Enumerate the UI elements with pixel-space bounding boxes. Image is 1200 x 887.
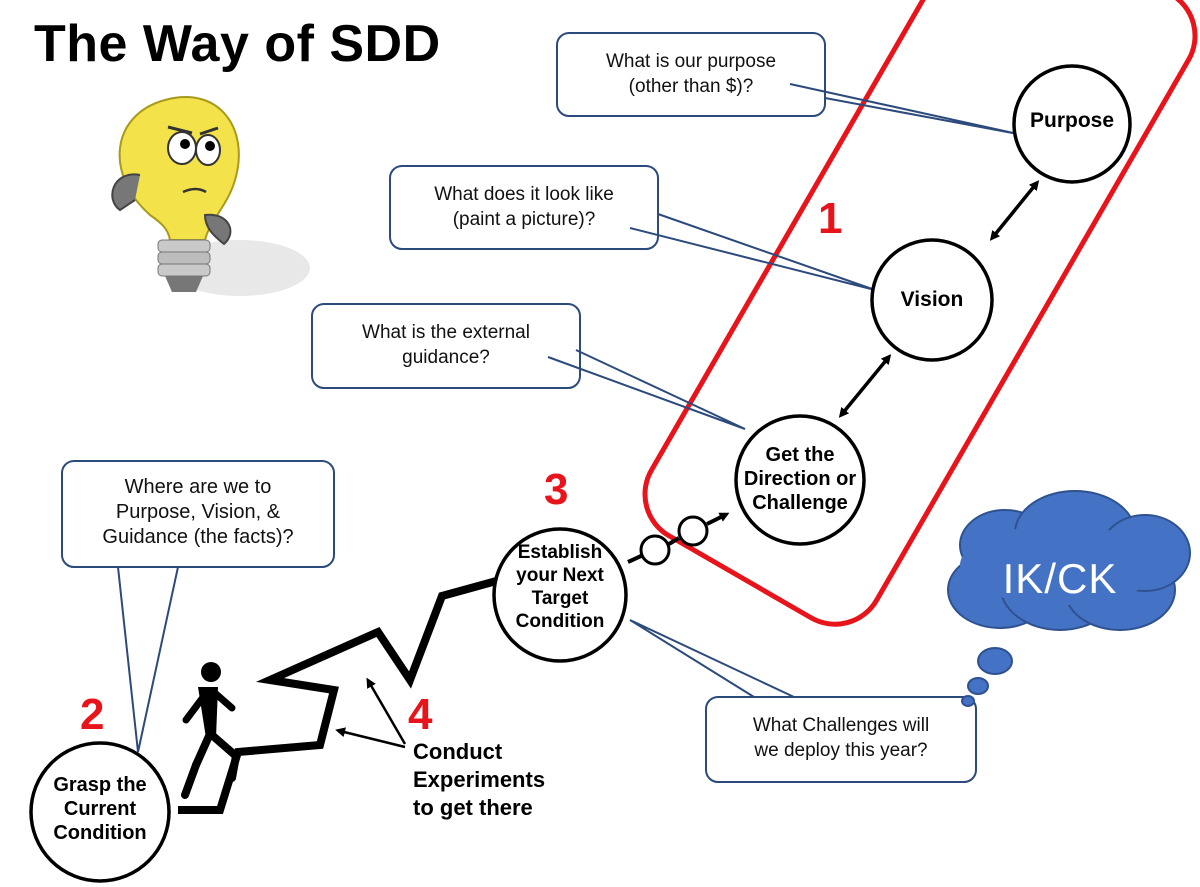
thought-cloud-icon [947,490,1191,707]
experiments-line-3: to get there [413,795,533,820]
node-vision-circle [870,238,994,362]
callout-guidance-line-2: guidance? [402,347,490,368]
node-target-line-3: Target [531,588,589,609]
node-target-line-4: Condition [515,611,605,632]
callout-purpose-box [556,32,826,117]
callout-vision-line-1: What does it look like [434,184,614,205]
experiments-label: Conduct Experiments to get there [413,738,545,822]
chain-link-2 [667,536,681,546]
running-person-icon [181,662,240,799]
pointer-challenges [629,619,795,698]
node-current-line-1: Grasp the [53,774,147,796]
node-current-line-3: Condition [53,822,147,844]
node-direction-circle [734,414,866,546]
callout-vision-line-2: (paint a picture)? [452,209,596,230]
chain-arrow [706,512,730,526]
node-direction-label: Get the Direction or Challenge [736,443,864,515]
cloud-label: IK/CK [1002,555,1118,602]
progress-path [178,576,502,814]
node-target-line-2: your Next [516,565,604,586]
callout-facts-line-2: Purpose, Vision, & [115,501,281,523]
callout-facts-text: Where are we to Purpose, Vision, & Guida… [62,475,334,550]
chain-link-1 [627,554,642,564]
callout-facts-box [61,460,335,568]
node-purpose-circle [1012,64,1132,184]
node-current-line-2: Current [63,798,137,820]
callout-challenges-box [705,696,977,783]
step-number-3: 3 [544,465,569,514]
node-purpose-label: Purpose [1029,109,1115,132]
node-current-label: Grasp the Current Condition [32,773,168,845]
page-title: The Way of SDD [34,15,441,73]
node-direction-line-3: Challenge [752,492,848,514]
lightbulb-thinker-icon [111,96,310,296]
arrow-vision-purpose [989,180,1040,241]
pointer-facts [117,566,179,753]
callout-facts-line-3: Guidance (the facts)? [102,526,294,548]
callout-guidance-box [311,303,581,389]
callout-purpose-line-2: (other than $)? [628,76,754,97]
pointer-guidance [547,349,746,430]
node-current-circle [29,741,171,883]
step-number-4: 4 [408,690,433,739]
experiments-line-2: Experiments [413,767,546,792]
callout-purpose-text: What is our purpose (other than $)? [557,49,825,99]
node-direction-line-2: Direction or [743,468,857,490]
step-number-2: 2 [80,690,105,739]
chain-circle-2 [677,515,709,547]
node-target-circle [492,527,628,663]
node-target-label: Establish your Next Target Condition [494,541,626,633]
chain-circle-1 [639,534,671,566]
callout-purpose-line-1: What is our purpose [605,51,777,72]
step-number-1: 1 [818,194,843,243]
arrow-direction-vision [838,354,892,418]
callout-challenges-text: What Challenges will we deploy this year… [706,713,976,763]
callout-challenges-line-2: we deploy this year? [754,740,928,761]
experiment-arrow-1 [366,677,407,745]
callout-facts-line-1: Where are we to [124,476,272,498]
node-vision-label: Vision [900,288,964,311]
callout-guidance-line-1: What is the external [362,322,530,343]
callout-vision-box [389,165,659,250]
node-target-line-1: Establish [517,542,603,563]
callout-guidance-text: What is the external guidance? [312,320,580,370]
experiment-arrow-2 [335,727,406,749]
callout-vision-text: What does it look like (paint a picture)… [390,182,658,232]
experiments-line-1: Conduct [413,739,503,764]
node-direction-line-1: Get the [765,444,835,466]
callout-challenges-line-1: What Challenges will [752,715,930,736]
group-1-frame [642,0,1198,627]
